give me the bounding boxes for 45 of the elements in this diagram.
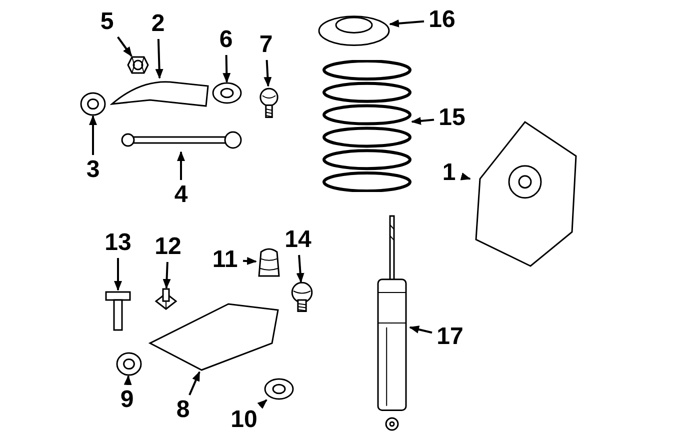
clip-drawing — [154, 288, 178, 310]
callout-number: 12 — [151, 233, 185, 261]
leader-arrow — [89, 115, 97, 155]
callout-number: 15 — [435, 104, 469, 132]
leader-arrow — [257, 399, 268, 409]
leader-arrow — [124, 375, 132, 386]
leader-arrow — [409, 326, 432, 334]
leader-arrow — [222, 54, 231, 83]
callout-number: 1 — [436, 159, 462, 187]
callout-number: 16 — [425, 6, 459, 34]
callout-number: 14 — [281, 226, 315, 254]
callout-number: 7 — [253, 31, 279, 59]
leader-arrow — [242, 257, 257, 265]
callout-number: 17 — [433, 323, 467, 351]
leader-arrow — [389, 19, 424, 28]
callout-number: 3 — [80, 156, 106, 184]
leader-arrow — [411, 116, 434, 125]
callout-number: 6 — [213, 26, 239, 54]
leader-arrow — [155, 38, 164, 79]
bolt-drawing — [104, 290, 132, 332]
leader-arrow — [177, 151, 185, 180]
leader-arrow — [188, 371, 200, 396]
bushing-drawing — [80, 92, 106, 116]
bushing-drawing — [116, 352, 142, 376]
lower-control-arm-drawing — [148, 300, 282, 372]
leader-arrow — [114, 258, 122, 291]
callout-number: 8 — [170, 396, 196, 424]
leader-arrow — [296, 254, 304, 283]
callout-number: 9 — [114, 386, 140, 414]
callout-number: 5 — [94, 8, 120, 36]
leader-arrow — [162, 262, 171, 289]
coil-spring-drawing — [322, 60, 412, 192]
callout-number: 10 — [227, 406, 261, 434]
callout-number: 11 — [208, 246, 242, 274]
callout-number: 2 — [145, 10, 171, 38]
bushing-drawing — [264, 378, 294, 400]
leader-arrow — [264, 60, 272, 87]
callout-number: 4 — [168, 181, 194, 209]
callout-number: 13 — [101, 229, 135, 257]
bump-stop-drawing — [256, 246, 282, 278]
bushing-drawing — [212, 82, 242, 104]
leader-arrow — [117, 36, 132, 57]
nut-drawing — [126, 56, 150, 74]
leader-arrow — [460, 172, 471, 180]
upper-control-arm-drawing — [110, 78, 210, 108]
